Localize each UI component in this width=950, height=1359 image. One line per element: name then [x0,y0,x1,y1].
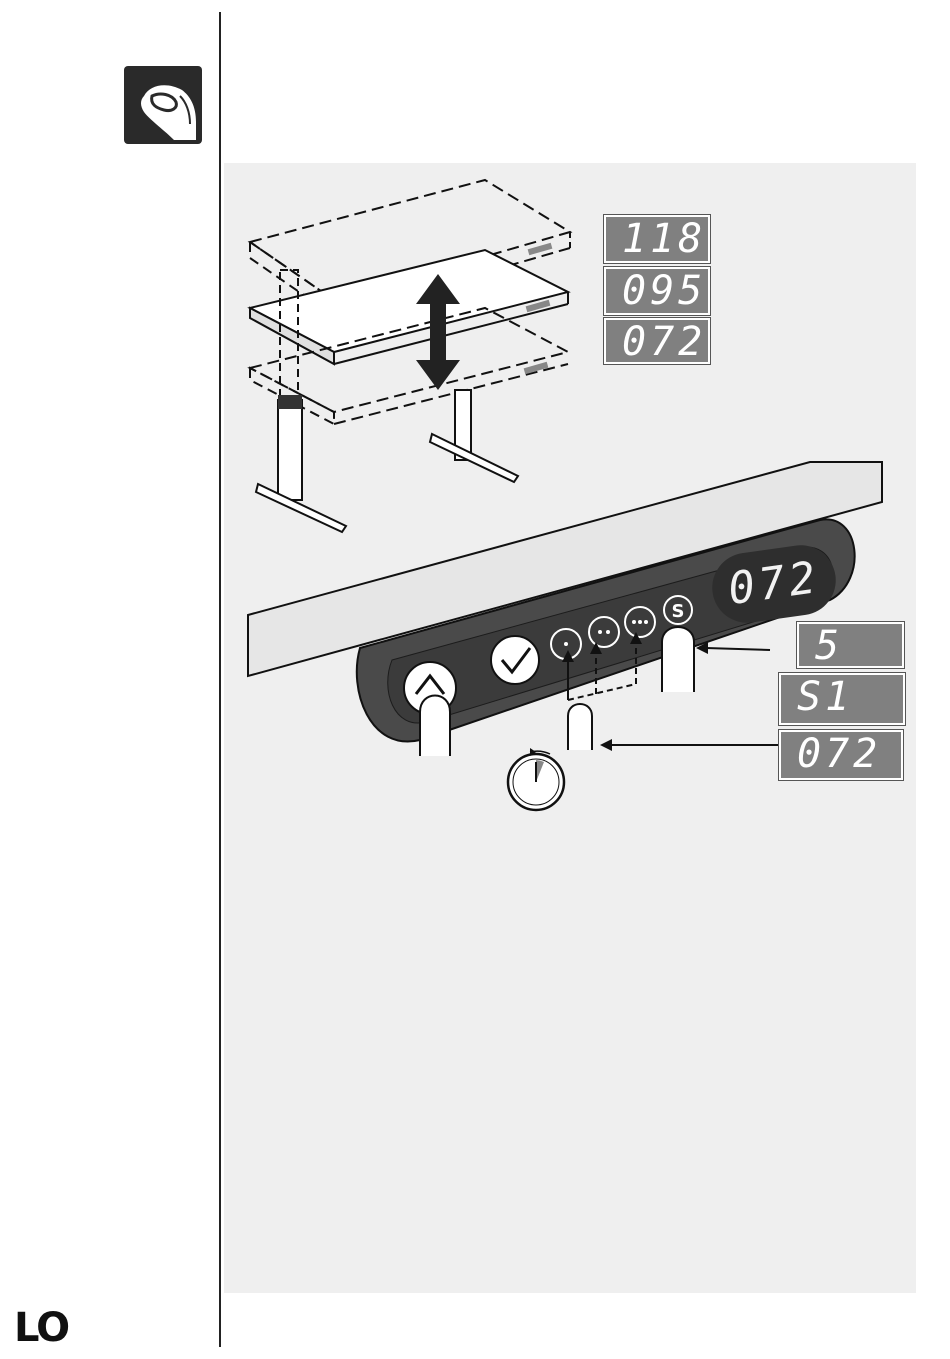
finger-icon [568,704,592,750]
memory-3-button[interactable] [625,607,655,637]
height-display: 072 [604,318,710,364]
brand-logo: LO [14,1305,68,1351]
svg-text:S: S [672,601,685,622]
step-display: 072 [779,730,903,780]
height-display: 118 [604,215,710,263]
confirm-button[interactable] [491,636,539,684]
finger-icon [420,696,450,757]
stopwatch-icon [508,748,564,810]
step-display: 5 [797,622,904,668]
step-display: S1 [779,673,905,725]
memory-2-button[interactable] [589,617,619,647]
height-display: 095 [604,267,710,315]
save-button[interactable]: S [664,596,692,624]
finger-icon [662,627,694,692]
